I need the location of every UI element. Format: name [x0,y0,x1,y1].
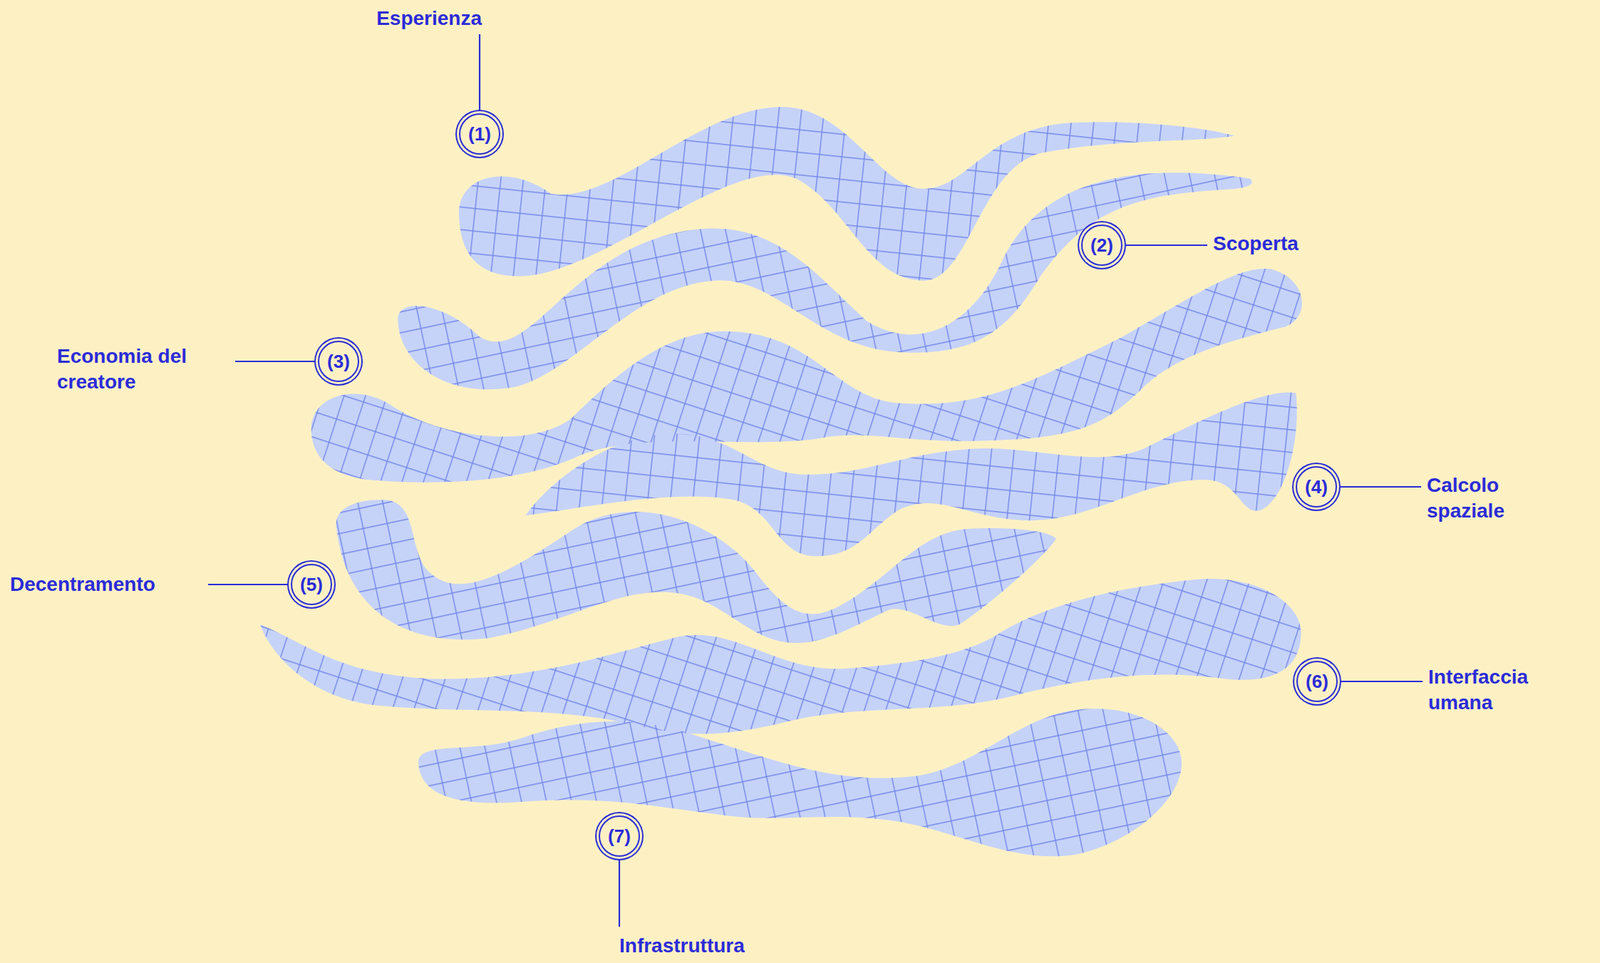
callout-label: Scoperta [1213,230,1299,257]
callout-number: (2) [1090,234,1114,257]
callout-circle: (3) [317,340,360,383]
callout-number: (3) [327,350,350,373]
callout-label: Calcolo spaziale [1426,472,1570,525]
callout-label: Interfaccia umana [1428,664,1571,717]
grid-texture [260,106,1303,856]
callout-circle: (4) [1295,466,1338,508]
callout-label: Economia del creatore [57,343,211,396]
leader-lines [208,34,1423,927]
callout-circle: (2) [1081,224,1123,266]
wave-band [260,106,1303,856]
callout-circle: (1) [458,113,501,155]
callout-number: (6) [1305,670,1329,693]
callout-circle: (6) [1296,660,1338,703]
callout-circle: (5) [290,563,333,606]
callout-circle: (7) [598,815,640,857]
callout-number: (4) [1304,476,1328,499]
callout-number: (7) [607,825,631,848]
callout-number: (1) [468,123,492,146]
callout-number: (5) [300,573,323,596]
callout-label: Decentramento [9,571,156,598]
callout-label: Infrastruttura [619,932,745,959]
callout-label: Esperienza [376,5,482,32]
